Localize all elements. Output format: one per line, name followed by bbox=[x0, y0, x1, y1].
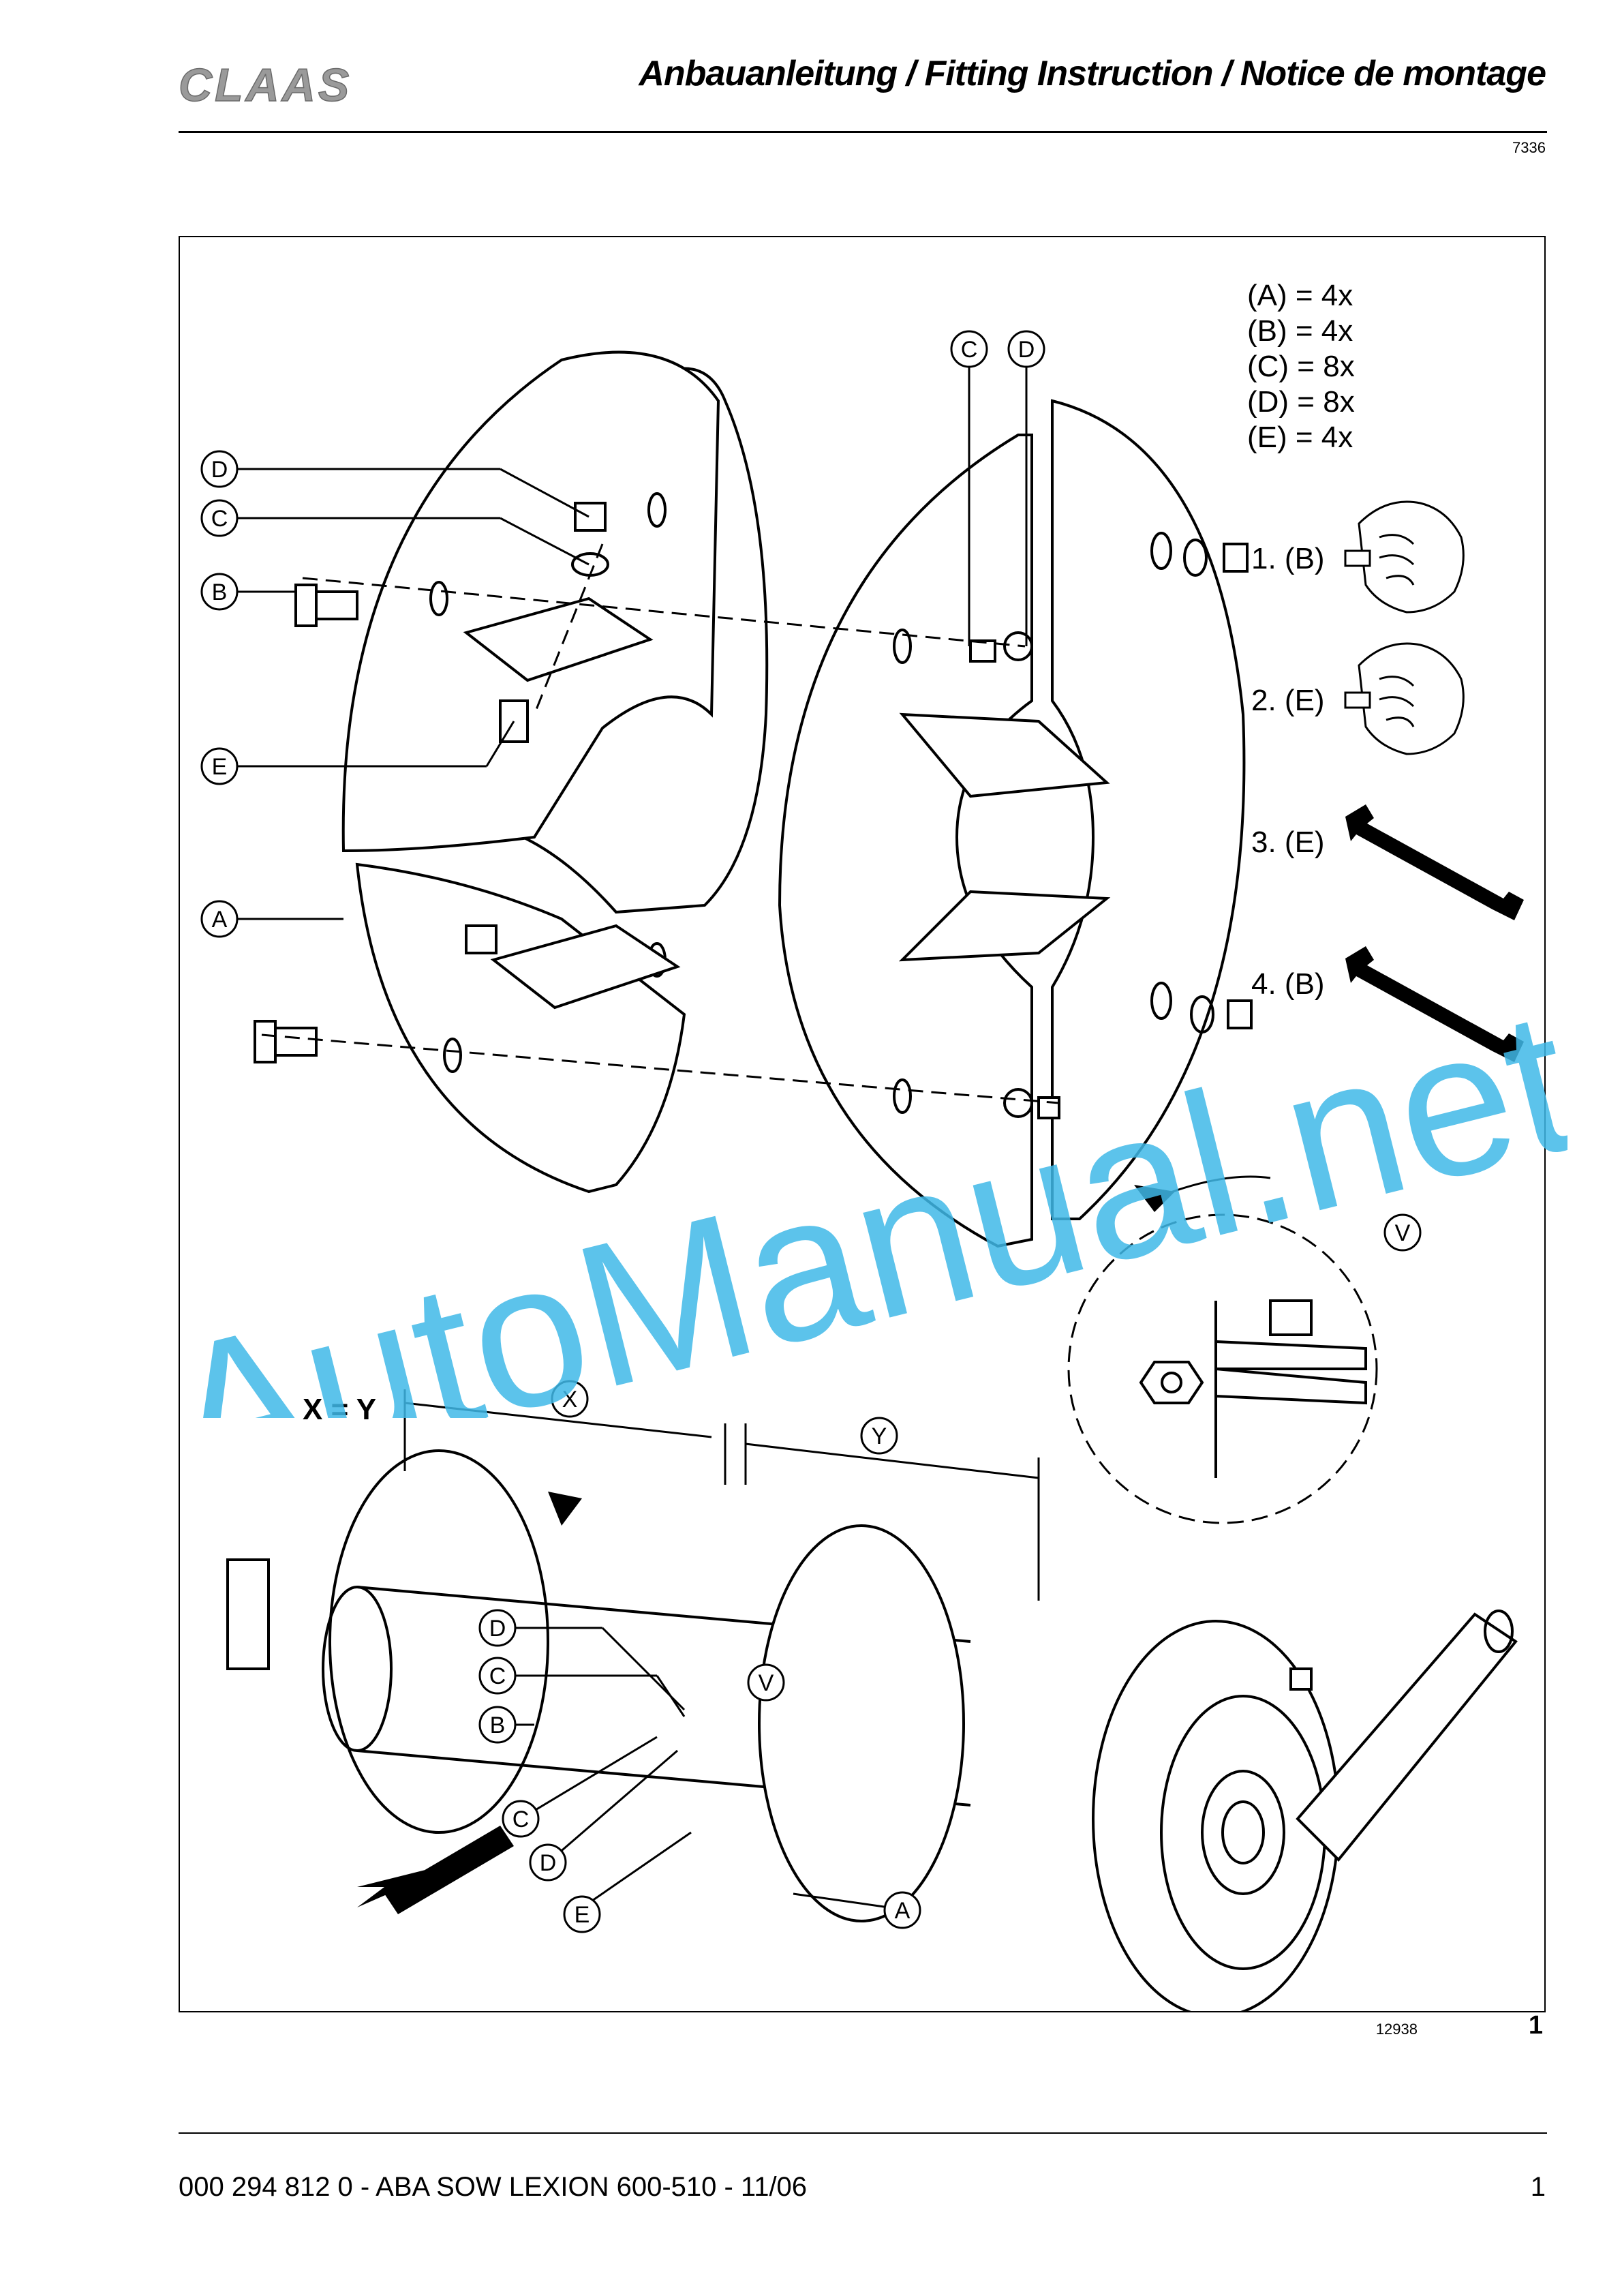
figure-index: 1 bbox=[1528, 2011, 1543, 2040]
svg-text:A: A bbox=[895, 1898, 911, 1924]
figure-number: 12938 bbox=[1375, 2021, 1418, 2038]
callout-circles-bottom bbox=[478, 1609, 921, 1933]
disc-half-right bbox=[778, 399, 1253, 1248]
dimension-lines bbox=[403, 1380, 1040, 1601]
callout-labels-top: D C B E A C D bbox=[211, 337, 1035, 933]
alignment-lines bbox=[261, 543, 1060, 1104]
wrench-icon bbox=[1345, 804, 1524, 920]
callout-circles-top bbox=[200, 330, 1045, 938]
svg-text:X: X bbox=[562, 1387, 578, 1413]
wrench-icon bbox=[1345, 946, 1524, 1062]
assembly-figure: (A) = 4x (B) = 4x (C) = 8x (D) = 8x (E) … bbox=[179, 236, 1546, 2012]
parts-list: (A) = 4x (B) = 4x (C) = 8x (D) = 8x (E) … bbox=[1247, 279, 1355, 454]
hand-tighten-icon bbox=[1344, 500, 1465, 614]
page-title: Anbauanleitung / Fitting Instruction / N… bbox=[639, 54, 1546, 93]
svg-text:B: B bbox=[490, 1712, 506, 1738]
parts-list-e: (E) = 4x bbox=[1247, 421, 1353, 454]
svg-text:D: D bbox=[540, 1850, 557, 1876]
page-number: 1 bbox=[1530, 2172, 1546, 2202]
assembly-drawing: (A) = 4x (B) = 4x (C) = 8x (D) = 8x (E) … bbox=[200, 279, 1524, 2011]
svg-text:C: C bbox=[489, 1663, 506, 1689]
parts-list-a: (A) = 4x bbox=[1247, 279, 1353, 312]
svg-text:D: D bbox=[211, 457, 228, 483]
detail-v: V bbox=[1067, 1175, 1422, 1524]
document-id: 7336 bbox=[1512, 139, 1546, 156]
callout-labels-bottom: D C B C D E A V bbox=[489, 1616, 911, 1928]
svg-text:E: E bbox=[212, 754, 228, 780]
callouts-top bbox=[236, 349, 1028, 920]
parts-list-b: (B) = 4x bbox=[1247, 314, 1353, 348]
hand-tighten-icon bbox=[1344, 642, 1465, 755]
header-divider bbox=[179, 131, 1547, 133]
svg-text:A: A bbox=[212, 907, 228, 933]
step-4: 4. (B) bbox=[1251, 967, 1325, 1001]
svg-text:C: C bbox=[961, 337, 978, 363]
svg-text:V: V bbox=[759, 1670, 774, 1696]
rotation-arrow bbox=[548, 1492, 582, 1526]
footer-text: 000 294 812 0 - ABA SOW LEXION 600-510 -… bbox=[179, 2172, 808, 2202]
svg-text:C: C bbox=[211, 506, 228, 532]
step-1: 1. (B) bbox=[1251, 542, 1325, 575]
shaft-assembly bbox=[226, 1449, 1518, 2011]
svg-text:D: D bbox=[489, 1616, 506, 1642]
dimension-labels: X Y bbox=[562, 1387, 887, 1449]
footer-divider bbox=[179, 2132, 1547, 2134]
step-3: 3. (E) bbox=[1251, 826, 1325, 859]
parts-list-d: (D) = 8x bbox=[1247, 385, 1355, 419]
svg-text:C: C bbox=[512, 1807, 530, 1832]
assembly-steps: 1. (B) 2. (E) 3. (E) 4. (B) bbox=[1251, 542, 1325, 1001]
parts-list-c: (C) = 8x bbox=[1247, 350, 1355, 383]
step-2: 2. (E) bbox=[1251, 684, 1325, 717]
hardware-top bbox=[254, 502, 609, 1063]
svg-text:V: V bbox=[1395, 1220, 1411, 1246]
svg-text:E: E bbox=[575, 1902, 590, 1928]
equation-label: X = Y bbox=[303, 1393, 376, 1426]
svg-text:Y: Y bbox=[872, 1423, 887, 1449]
claas-logo: CLAAS bbox=[179, 60, 352, 108]
svg-text:B: B bbox=[212, 579, 228, 605]
disc-half-left bbox=[341, 350, 769, 1194]
svg-text:CLAAS: CLAAS bbox=[179, 60, 352, 108]
direction-arrow bbox=[357, 1826, 514, 1914]
svg-text:D: D bbox=[1018, 337, 1035, 363]
